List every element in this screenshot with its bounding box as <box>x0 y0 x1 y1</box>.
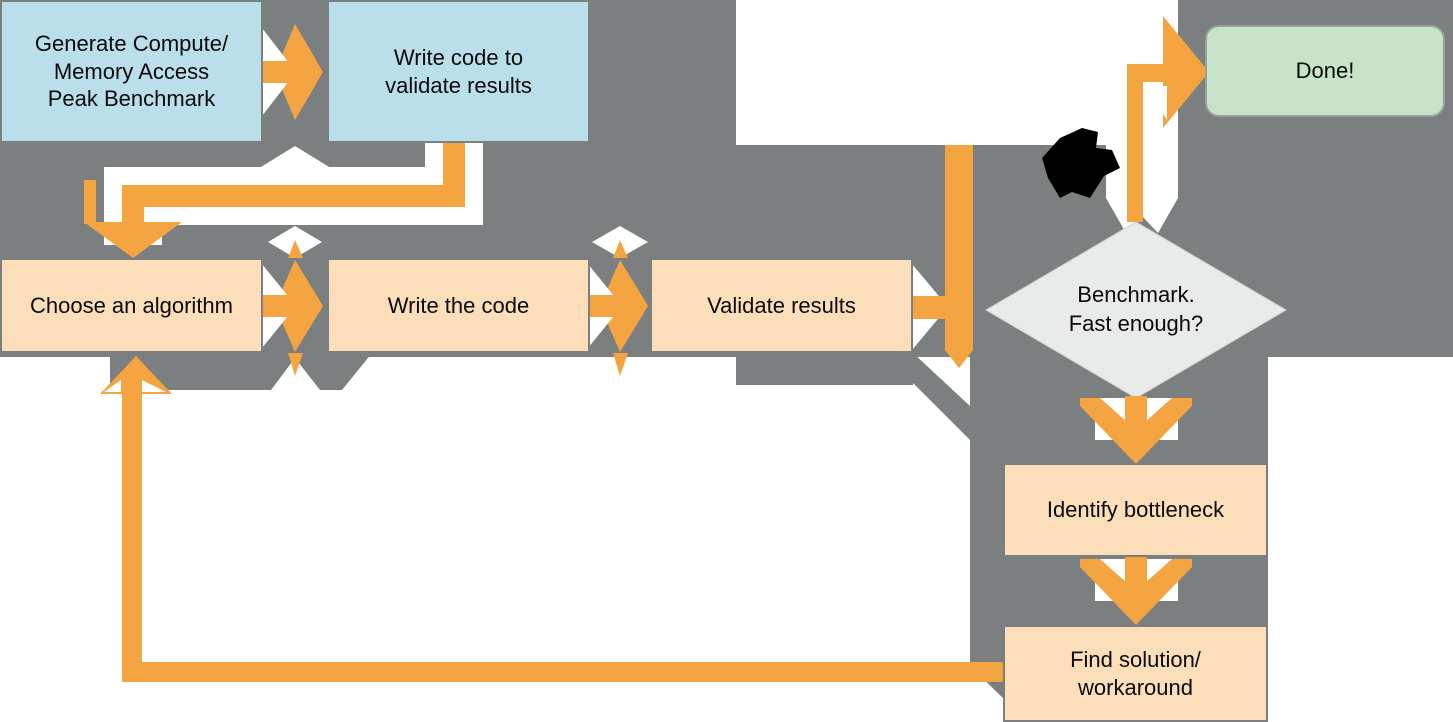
node-choose-algorithm: Choose an algorithm <box>0 258 263 353</box>
node-generate-benchmark: Generate Compute/ Memory Access Peak Ben… <box>0 0 263 143</box>
arrow-gap1-bar <box>262 295 298 317</box>
node-find-solution-label: Find solution/ workaround <box>1070 646 1201 700</box>
arrow-elbow-orange <box>122 143 465 230</box>
tip-above-gap2 <box>613 240 628 258</box>
node-generate-benchmark-label: Generate Compute/ Memory Access Peak Ben… <box>34 30 229 112</box>
gray-diagonal-under-merge <box>913 353 970 440</box>
node-identify-bottleneck: Identify bottleneck <box>1003 463 1268 557</box>
tip-above-gap1 <box>288 240 303 258</box>
black-ink-blob <box>1042 128 1120 198</box>
node-choose-algorithm-label: Choose an algorithm <box>29 292 233 318</box>
node-identify-bottleneck-label: Identify bottleneck <box>1046 497 1225 523</box>
node-find-solution: Find solution/ workaround <box>1003 625 1268 722</box>
arrow-gap2-bar <box>588 295 624 317</box>
node-validate-results-label: Validate results <box>707 292 856 318</box>
arrow-find-stem <box>1125 557 1147 595</box>
arrow-blue-bidirectional <box>275 24 323 120</box>
node-write-validation-code-label: Write code to validate results <box>385 44 532 98</box>
arrow-gap1-bidirectional <box>275 260 323 352</box>
loop-vertical <box>122 378 142 682</box>
arrow-elbow-tail <box>84 180 96 224</box>
node-done: Done! <box>1205 25 1445 117</box>
node-benchmark-decision: Benchmark. Fast enough? <box>1010 264 1262 356</box>
node-benchmark-decision-label: Benchmark. Fast enough? <box>1068 282 1204 336</box>
descending-band-tip <box>945 338 973 368</box>
arrow-done-head <box>1163 16 1209 128</box>
tip-below-gap1 <box>288 353 303 376</box>
node-write-validation-code: Write code to validate results <box>327 0 590 143</box>
node-write-code-label: Write the code <box>387 292 530 318</box>
merge-bar <box>910 296 958 319</box>
node-validate-results: Validate results <box>650 258 913 353</box>
loop-horizontal <box>122 662 1006 682</box>
loop-head-notch-left <box>104 380 121 392</box>
arrow-identify-stem <box>1125 396 1147 434</box>
arrow-elbow-head <box>84 222 182 258</box>
tip-below-gap2 <box>613 353 628 376</box>
white-tent-below-blue-gap <box>256 146 334 170</box>
arrow-done-vertical <box>1127 76 1143 222</box>
node-done-label: Done! <box>1295 58 1355 84</box>
node-write-code: Write the code <box>327 258 590 353</box>
loop-head-notch-right <box>142 380 166 392</box>
arrow-blue-bar <box>262 61 298 83</box>
gray-band-under-validate <box>736 353 913 385</box>
white-top-right-region <box>736 0 1170 145</box>
arrow-done-white-wedge <box>1145 86 1167 120</box>
decision-diamond-shape <box>985 221 1287 399</box>
